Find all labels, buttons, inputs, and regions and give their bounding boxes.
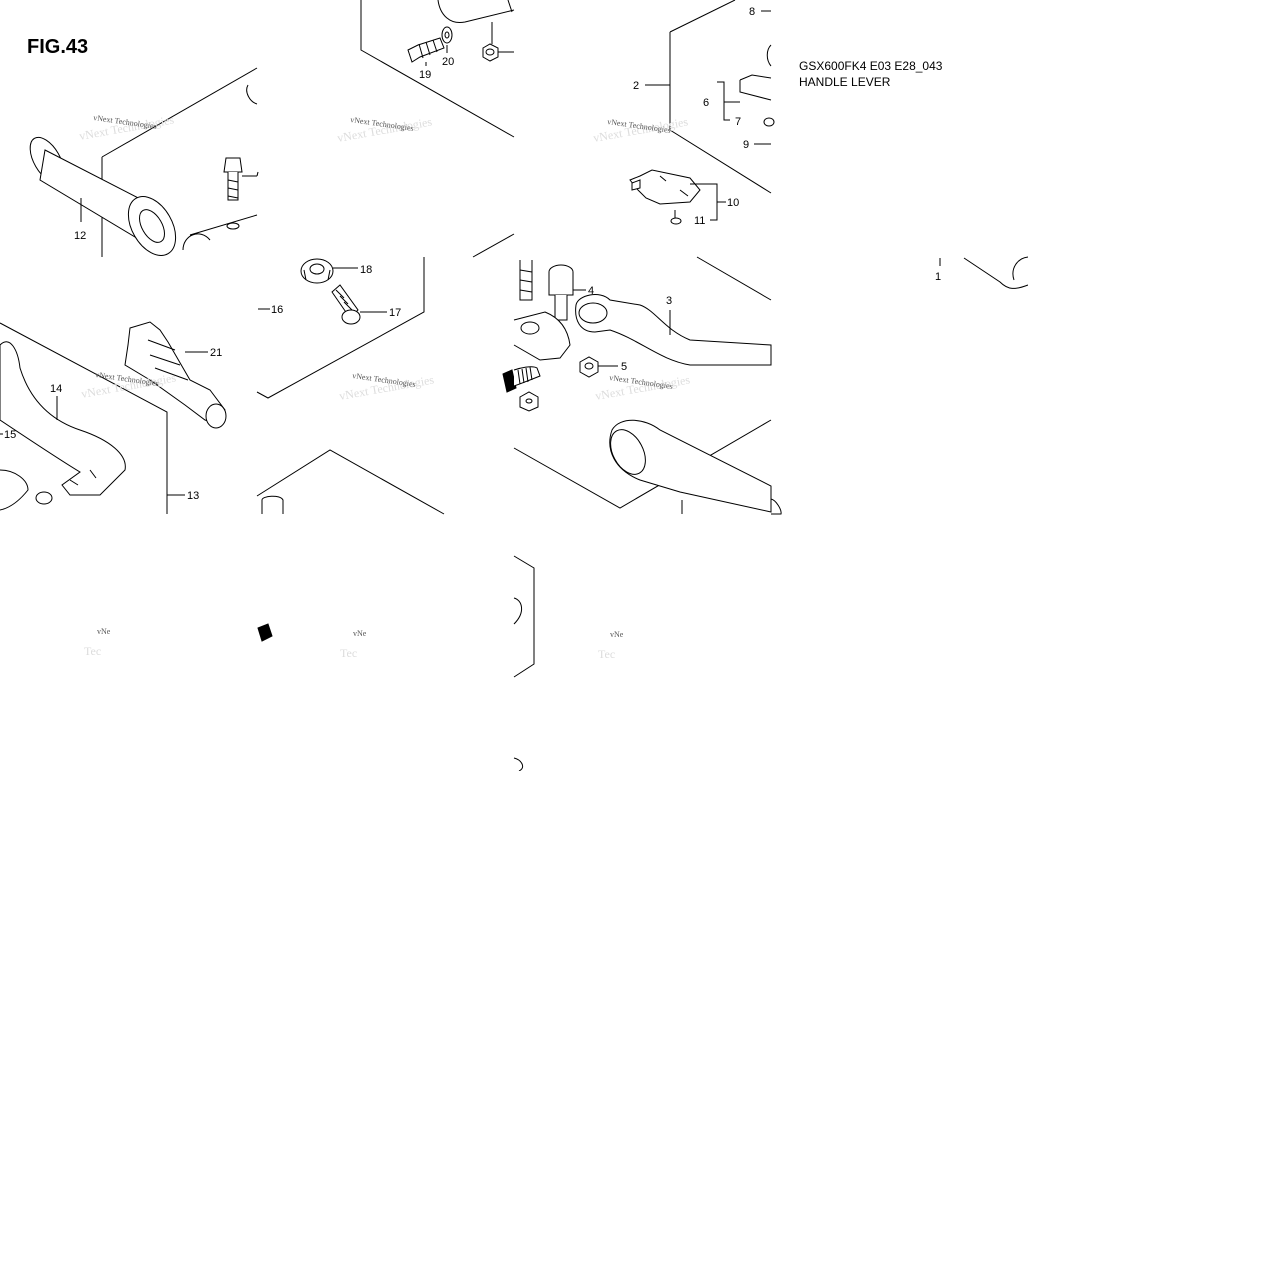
- tile-bolt: [256, 0, 515, 177]
- watermark-fragment: vNe: [610, 630, 624, 639]
- nut-part: [482, 43, 499, 62]
- handlebar-part: [182, 84, 258, 251]
- adjuster-nut-part: [300, 258, 334, 284]
- leader-line: [690, 183, 726, 221]
- callout-15[interactable]: 15: [4, 429, 16, 441]
- watermark-fragment: vNe: [353, 629, 367, 638]
- housing-part: [513, 757, 524, 772]
- callout-4[interactable]: 4: [588, 285, 594, 297]
- fragment-part: [257, 623, 273, 642]
- callout-12[interactable]: 12: [74, 230, 86, 242]
- bolt-part: [407, 37, 445, 63]
- switch-screw-part: [670, 210, 682, 225]
- frame-line: [256, 449, 445, 515]
- lever-nut-part: [519, 356, 599, 412]
- tile-handlebar: [770, 256, 1029, 515]
- throttle-cable-part: [124, 321, 227, 429]
- frame-line: [513, 419, 772, 509]
- brake-lever-part: [575, 294, 772, 366]
- leader-line: [258, 267, 387, 313]
- callout-18[interactable]: 18: [360, 264, 372, 276]
- front-brake-switch-part: [629, 169, 701, 205]
- frame-line: [0, 322, 168, 514]
- bracket-part: [513, 260, 571, 361]
- housing-part: [261, 495, 284, 514]
- callout-14[interactable]: 14: [50, 383, 62, 395]
- figure-title: FIG.43: [27, 36, 89, 58]
- callout-13[interactable]: 13: [187, 490, 199, 502]
- callout-8[interactable]: 8: [749, 6, 755, 18]
- callout-9[interactable]: 9: [743, 139, 749, 151]
- watermark-fragment: Tec: [84, 644, 101, 658]
- spring-part: [502, 366, 541, 393]
- callout-6[interactable]: 6: [703, 97, 709, 109]
- lever-holder-part: [739, 44, 772, 101]
- grip-end-part: [609, 419, 772, 514]
- grip-end-part: [770, 498, 782, 515]
- screw-part: [223, 157, 243, 230]
- model-code: GSX600FK4 E03 E28_043: [799, 59, 943, 73]
- callout-2[interactable]: 2: [633, 80, 639, 92]
- leader-line: [425, 22, 514, 66]
- leader-line: [256, 171, 259, 177]
- section-title: HANDLE LEVER: [799, 75, 891, 89]
- master-cylinder-part: [437, 0, 515, 24]
- clutch-lever-part: [0, 341, 126, 511]
- frame-line: [360, 0, 515, 138]
- tile-brake-lever: [502, 256, 772, 514]
- handlebar-part: [963, 256, 1029, 289]
- frame-line: [513, 555, 535, 678]
- callout-16[interactable]: 16: [271, 304, 283, 316]
- callout-17[interactable]: 17: [389, 307, 401, 319]
- frame-line: [101, 67, 258, 158]
- callout-20[interactable]: 20: [442, 56, 454, 68]
- callouts: 1 2 3 4 5 6 7 8 9 10 11 12 13 14 15 16 1…: [4, 6, 941, 502]
- callout-7[interactable]: 7: [735, 116, 741, 128]
- watermark-fragment: Tec: [598, 647, 615, 661]
- frame-line: [696, 256, 772, 301]
- leader-line: [717, 81, 740, 121]
- tile-grip: [29, 67, 258, 257]
- washer-part: [441, 26, 453, 44]
- watermark-fragment: vNe: [97, 627, 111, 636]
- tile-switch: [629, 0, 775, 225]
- pivot-bolt-part: [548, 264, 574, 321]
- frame-line: [256, 257, 425, 399]
- adjuster-bolt-part: [331, 284, 361, 325]
- callout-19[interactable]: 19: [419, 69, 431, 81]
- callout-1[interactable]: 1: [935, 271, 941, 283]
- housing-part: [513, 597, 522, 625]
- callout-21[interactable]: 21: [210, 347, 222, 359]
- watermark-fragment: Tec: [340, 646, 357, 660]
- grip-part: [29, 136, 177, 256]
- pin-part: [763, 117, 775, 127]
- callout-5[interactable]: 5: [621, 361, 627, 373]
- tile-adjuster: [256, 233, 515, 515]
- callout-3[interactable]: 3: [666, 295, 672, 307]
- callout-11[interactable]: 11: [694, 215, 705, 227]
- tile-fragments: [257, 555, 535, 772]
- tile-clutch: [0, 321, 227, 514]
- frame-line: [669, 0, 772, 194]
- callout-10[interactable]: 10: [727, 197, 739, 209]
- frame-line: [472, 233, 515, 258]
